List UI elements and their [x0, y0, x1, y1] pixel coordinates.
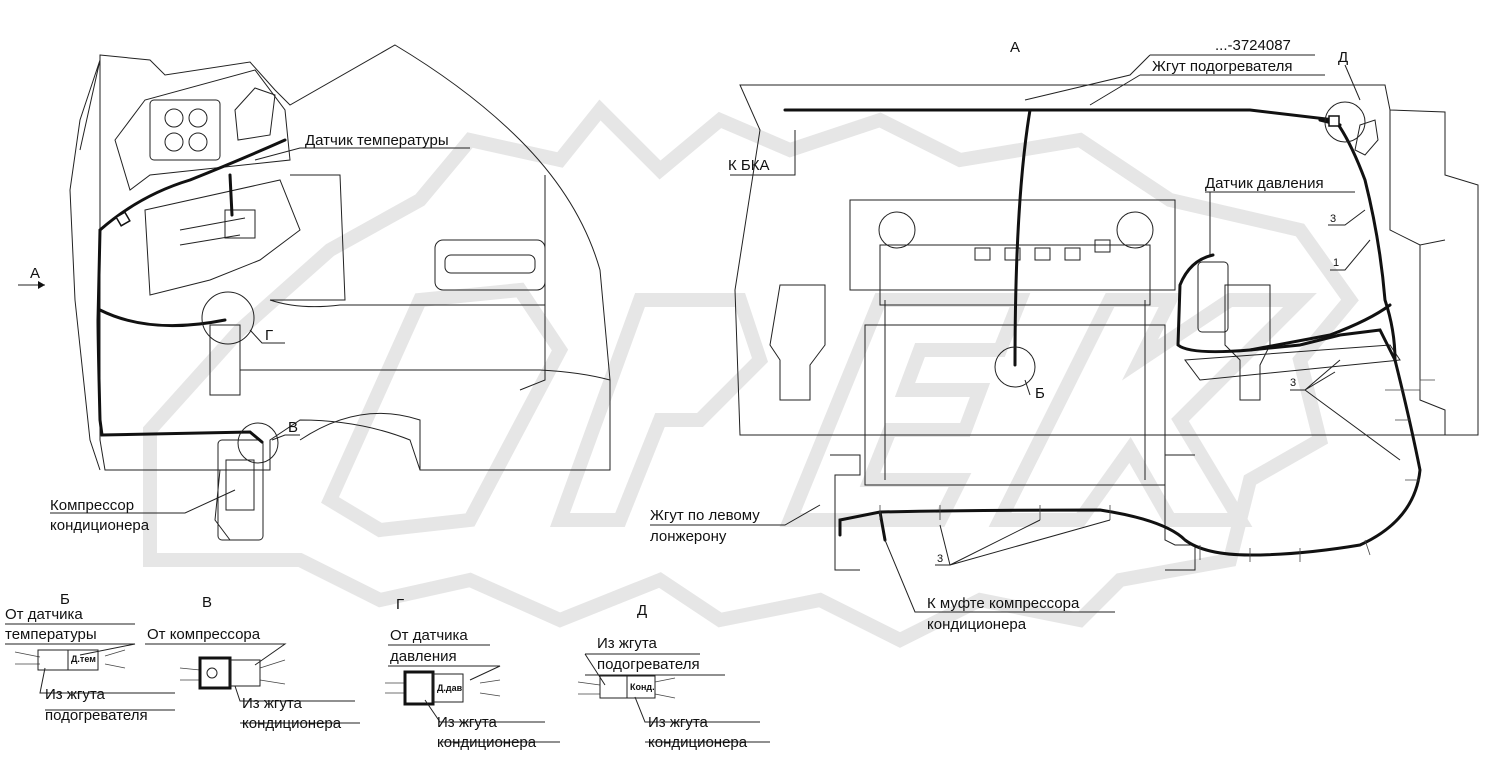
- detail-g: Г От датчика давления Д.дав Из жгута кон…: [385, 596, 560, 751]
- detail-b-to-1: Из жгута: [45, 686, 106, 703]
- callout-1: 1: [1333, 257, 1339, 269]
- to-bka-label: К БКА: [728, 157, 770, 174]
- detail-d-tag: Конд.: [630, 682, 655, 692]
- callout-b: Б: [1035, 385, 1045, 402]
- detail-v-to-2: кондиционера: [242, 715, 342, 732]
- detail-d-title: Д: [637, 602, 647, 619]
- detail-b-title: Б: [60, 591, 70, 608]
- detail-g-title: Г: [396, 596, 404, 613]
- heater-harness-label: Жгут подогревателя: [1152, 58, 1292, 75]
- detail-g-tag: Д.дав: [437, 683, 463, 693]
- detail-g-from-1: От датчика: [390, 627, 468, 644]
- left-rail-label-2: лонжерону: [650, 528, 727, 545]
- part-number-label: ...-3724087: [1215, 37, 1291, 54]
- temp-sensor-label: Датчик температуры: [305, 132, 449, 149]
- callout-v: В: [288, 419, 298, 436]
- callout-3-lower: 3: [937, 553, 943, 565]
- left-rail-label-1: Жгут по левому: [650, 507, 760, 524]
- detail-g-to-1: Из жгута: [437, 714, 498, 731]
- chassis-top-view: А ...-372: [650, 37, 1479, 633]
- detail-b-to-2: подогревателя: [45, 707, 148, 724]
- pressure-sensor-label: Датчик давления: [1205, 175, 1324, 192]
- cab-side-view: А Датчик температуры Г В Компрессор конд…: [18, 44, 611, 541]
- detail-b: Б От датчика температуры Д.тем Из жгута …: [5, 591, 175, 724]
- view-label-a-side: А: [30, 265, 40, 282]
- clutch-label-2: кондиционера: [927, 616, 1027, 633]
- callout-3-right: 3: [1290, 377, 1296, 389]
- detail-d-from-1: Из жгута: [597, 635, 658, 652]
- detail-d-to-1: Из жгута: [648, 714, 709, 731]
- detail-b-tag: Д.тем: [71, 654, 96, 664]
- detail-d-from-2: подогревателя: [597, 656, 700, 673]
- detail-v-title: В: [202, 594, 212, 611]
- detail-b-from-1: От датчика: [5, 606, 83, 623]
- compressor-label-2: кондиционера: [50, 517, 150, 534]
- compressor-label-1: Компрессор: [50, 497, 134, 514]
- detail-g-to-2: кондиционера: [437, 734, 537, 751]
- detail-v-to-1: Из жгута: [242, 695, 303, 712]
- detail-v: В От компрессора Из жгута кондиционера: [145, 594, 360, 732]
- clutch-label-1: К муфте компрессора: [927, 595, 1080, 612]
- callout-3-upper: 3: [1330, 213, 1336, 225]
- detail-v-from-1: От компрессора: [147, 626, 261, 643]
- detail-d-to-2: кондиционера: [648, 734, 748, 751]
- watermark: [143, 99, 1359, 648]
- callout-d: Д: [1338, 49, 1348, 66]
- detail-d: Д Из жгута подогревателя Конд. Из жгута …: [577, 602, 770, 751]
- detail-b-from-2: температуры: [5, 626, 97, 643]
- view-label-a-top: А: [1010, 39, 1020, 56]
- detail-g-from-2: давления: [390, 648, 457, 665]
- callout-g: Г: [265, 327, 273, 344]
